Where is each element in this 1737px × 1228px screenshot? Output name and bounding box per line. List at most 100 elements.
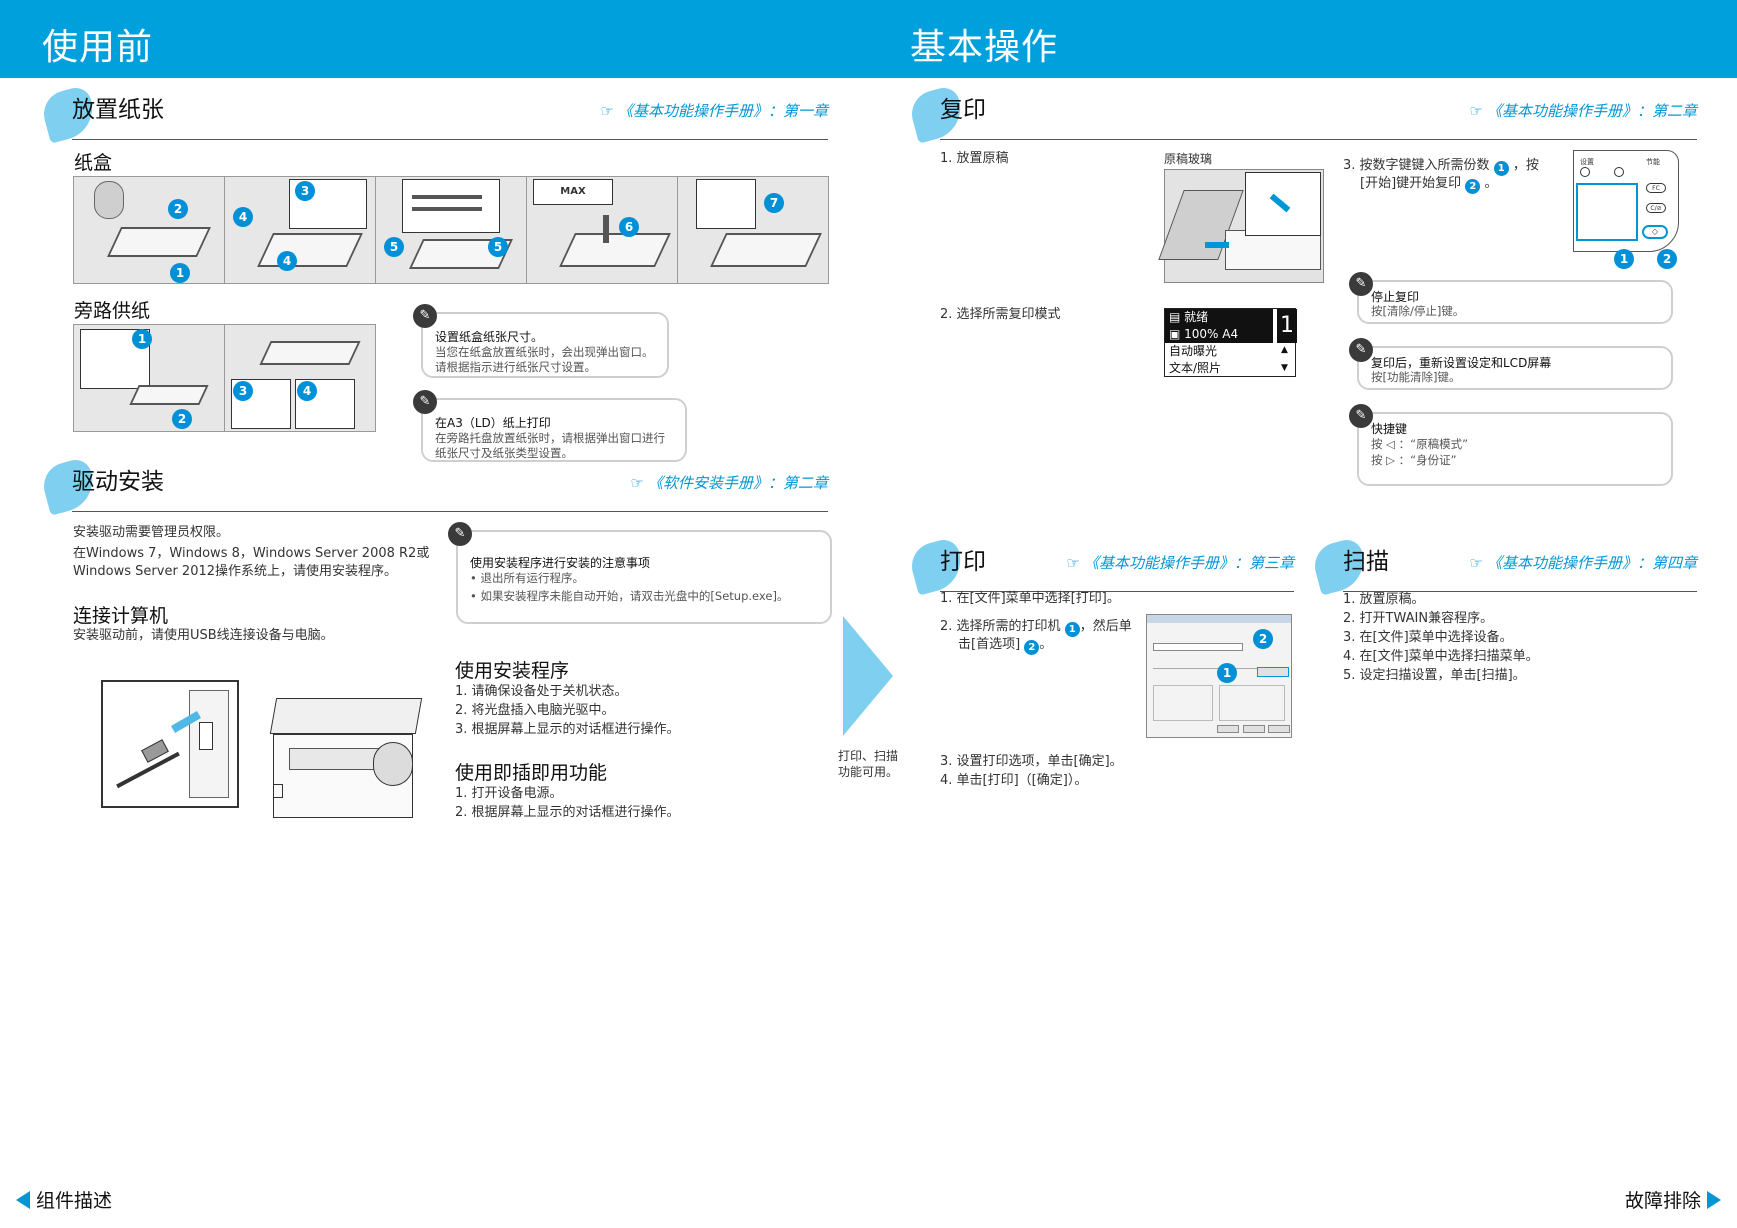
note-line: 按 ◁ ：“原稿模式” bbox=[1371, 437, 1469, 451]
middle-note-line: 功能可用。 bbox=[838, 765, 899, 779]
note-stop-copy: ✎ 停止复印 按[清除/停止]键。 bbox=[1349, 272, 1673, 324]
list-item: 3. 在[文件]菜单中选择设备。 bbox=[1343, 630, 1513, 645]
pnp-steps: 1. 打开设备电源。 2. 根据屏幕上显示的对话框进行操作。 bbox=[455, 784, 680, 822]
step-badge: 7 bbox=[764, 193, 784, 213]
step-badge: 5 bbox=[488, 237, 508, 257]
pointing-hand-icon: ☞ bbox=[1066, 554, 1080, 572]
note-installer: ✎ 使用安装程序进行安装的注意事项 • 退出所有运行程序。 • 如果安装程序未能… bbox=[448, 522, 832, 624]
keypad-label: 设置 bbox=[1580, 158, 1594, 166]
step-badge: 2 bbox=[1024, 640, 1040, 655]
image-icon: ▣ bbox=[1169, 327, 1185, 341]
note-shortcut: ✎ 快捷键 按 ◁ ：“原稿模式” 按 ▷ ：“身份证” bbox=[1349, 404, 1673, 486]
note-title: 停止复印 bbox=[1371, 290, 1420, 304]
tray-step-1: 2 1 bbox=[74, 177, 225, 283]
pnp-subtitle: 使用即插即用功能 bbox=[455, 762, 608, 784]
manual-reference-link[interactable]: ☞《基本功能操作手册》：第四章 bbox=[1469, 554, 1697, 572]
bypass-illustration: 1 2 3 4 bbox=[73, 324, 376, 432]
list-item: 2. 根据屏幕上显示的对话框进行操作。 bbox=[455, 805, 680, 820]
driver-intro-line: 在Windows 7，Windows 8，Windows Server 2008… bbox=[73, 546, 430, 561]
pencil-icon: ✎ bbox=[448, 522, 472, 546]
list-item: 4. 在[文件]菜单中选择扫描菜单。 bbox=[1343, 649, 1539, 664]
numeric-keypad[interactable] bbox=[1576, 183, 1638, 241]
step-badge: 2 bbox=[1465, 179, 1481, 194]
note-line: • 如果安装程序未能自动开始，请双击光盘中的[Setup.exe]。 bbox=[470, 589, 789, 603]
lcd-row-ratio: ▣ 100% A4 bbox=[1165, 326, 1273, 343]
section-title: 打印 bbox=[940, 549, 986, 575]
note-a3-print: ✎ 在A3（LD）纸上打印 在旁路托盘放置纸张时，请根据弹出窗口进行 纸张尺寸及… bbox=[413, 390, 687, 462]
note-reset: ✎ 复印后，重新设置设定和LCD屏幕 按[功能清除]键。 bbox=[1349, 338, 1673, 390]
pencil-icon: ✎ bbox=[413, 390, 437, 414]
note-title: 复印后，重新设置设定和LCD屏幕 bbox=[1371, 356, 1552, 370]
list-item: 3. 根据屏幕上显示的对话框进行操作。 bbox=[455, 722, 680, 737]
step-badge: 2 bbox=[172, 409, 192, 429]
section-driver-header: 驱动安装 ☞《软件安装手册》：第二章 bbox=[38, 452, 828, 516]
start-key[interactable]: ◇ bbox=[1642, 225, 1668, 239]
print-step-2-line2: 击[首选项] 2。 bbox=[958, 637, 1053, 655]
nav-next-link[interactable]: 故障排除 bbox=[1625, 1186, 1721, 1213]
section-title: 扫描 bbox=[1343, 549, 1389, 575]
pencil-icon: ✎ bbox=[1349, 338, 1373, 362]
step-badge: 1 bbox=[132, 329, 152, 349]
step-badge: 2 bbox=[1657, 249, 1677, 269]
printer-illustration bbox=[269, 676, 423, 822]
note-title: 在A3（LD）纸上打印 bbox=[435, 416, 551, 430]
usb-cable-illustration bbox=[101, 680, 239, 808]
control-panel-illustration: 设置 节能 FC C/⊘ ◇ bbox=[1573, 150, 1679, 252]
glass-label: 原稿玻璃 bbox=[1164, 152, 1213, 166]
manual-reference-link[interactable]: ☞《基本功能操作手册》：第二章 bbox=[1469, 102, 1697, 120]
note-tray-size: ✎ 设置纸盒纸张尺寸。 当您在纸盒放置纸张时，会出现弹出窗口。 请根据指示进行纸… bbox=[413, 304, 669, 378]
section-rule bbox=[72, 139, 828, 140]
installer-subtitle: 使用安装程序 bbox=[455, 660, 570, 682]
triangle-left-icon bbox=[16, 1191, 30, 1209]
section-rule bbox=[940, 139, 1697, 140]
copy-icon: ▤ bbox=[1169, 310, 1185, 324]
driver-intro-line: Windows Server 2012操作系统上，请使用安装程序。 bbox=[73, 564, 398, 579]
lcd-screen: ▤ 就绪 ▣ 100% A4 自动曝光 文本/照片 1 ▲ ▼ bbox=[1164, 308, 1297, 377]
connect-subtitle: 连接计算机 bbox=[73, 605, 169, 627]
copy-step-3-line1: 3. 按数字键键入所需份数 1 ，按 bbox=[1343, 158, 1539, 176]
print-step-1: 1. 在[文件]菜单中选择[打印]。 bbox=[940, 591, 1120, 606]
header-bar bbox=[0, 0, 1737, 78]
print-dialog-illustration: 1 2 bbox=[1146, 614, 1292, 738]
arrow-down-icon: ▼ bbox=[1281, 363, 1288, 373]
copy-step-1: 1. 放置原稿 bbox=[940, 151, 1009, 166]
note-title: 快捷键 bbox=[1371, 422, 1408, 436]
lcd-row-exposure: 自动曝光 bbox=[1169, 344, 1218, 358]
lcd-row-mode: 文本/照片 bbox=[1169, 361, 1222, 375]
step-badge: 4 bbox=[277, 251, 297, 271]
lcd-row-status: ▤ 就绪 bbox=[1165, 309, 1273, 326]
step-badge: 2 bbox=[1253, 629, 1273, 649]
manual-reference-link[interactable]: ☞《基本功能操作手册》：第一章 bbox=[600, 102, 828, 120]
note-line: 请根据指示进行纸张尺寸设置。 bbox=[435, 360, 596, 374]
driver-intro-line: 安装驱动需要管理员权限。 bbox=[73, 525, 230, 540]
bypass-step-2: 3 4 bbox=[225, 325, 377, 431]
nav-prev-link[interactable]: 组件描述 bbox=[16, 1186, 112, 1213]
note-line: 按[功能清除]键。 bbox=[1371, 370, 1461, 384]
clear-stop-key[interactable]: C/⊘ bbox=[1646, 203, 1666, 213]
step-badge: 4 bbox=[233, 207, 253, 227]
manual-reference-link[interactable]: ☞《软件安装手册》：第二章 bbox=[630, 474, 828, 492]
keypad-label: 节能 bbox=[1646, 158, 1660, 166]
pencil-icon: ✎ bbox=[1349, 404, 1373, 428]
step-badge: 1 bbox=[1217, 663, 1237, 683]
chevron-right-icon bbox=[843, 616, 893, 736]
list-item: 4. 单击[打印]（[确定]）。 bbox=[940, 773, 1088, 788]
middle-note-line: 打印、扫描 bbox=[838, 749, 899, 763]
list-item: 2. 打开TWAIN兼容程序。 bbox=[1343, 611, 1494, 626]
note-title: 设置纸盒纸张尺寸。 bbox=[435, 330, 544, 344]
note-line: 按[清除/停止]键。 bbox=[1371, 304, 1465, 318]
max-label: MAX bbox=[533, 179, 613, 205]
pointing-hand-icon: ☞ bbox=[630, 474, 644, 492]
step-badge: 1 bbox=[1064, 622, 1080, 637]
preferences-button[interactable] bbox=[1257, 667, 1289, 677]
fc-key[interactable]: FC bbox=[1646, 183, 1666, 193]
scan-steps: 1. 放置原稿。 2. 打开TWAIN兼容程序。 3. 在[文件]菜单中选择设备… bbox=[1343, 590, 1539, 685]
lcd-copy-count: 1 bbox=[1277, 309, 1297, 343]
step-badge: 3 bbox=[233, 381, 253, 401]
glass-illustration bbox=[1158, 169, 1324, 283]
page-title-left: 使用前 bbox=[42, 27, 154, 68]
tray-step-5: 7 bbox=[678, 177, 830, 283]
note-line: 按 ▷ ：“身份证” bbox=[1371, 453, 1457, 467]
section-rule bbox=[1343, 591, 1697, 592]
manual-reference-link[interactable]: ☞《基本功能操作手册》：第三章 bbox=[1066, 554, 1294, 572]
